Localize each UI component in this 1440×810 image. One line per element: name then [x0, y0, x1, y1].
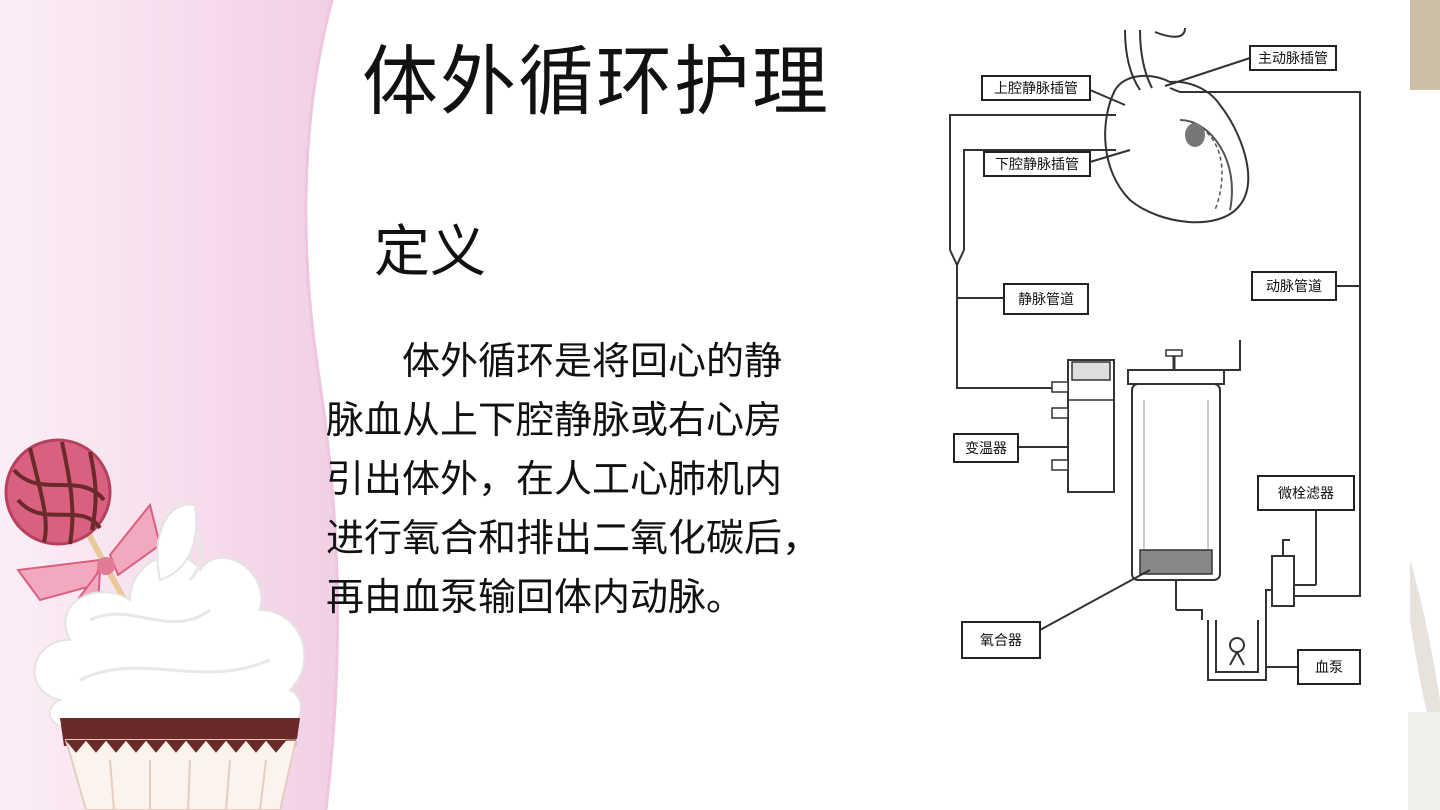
label-venous-line: 静脉管道: [1003, 283, 1089, 315]
paragraph-line: 引出体外，在人工心肺机内: [326, 457, 783, 501]
ivc-cannula-line: [963, 149, 1116, 250]
leader-svc: [1089, 89, 1126, 106]
lollipop-icon: [4, 438, 112, 546]
label-svc-cannula: 上腔静脉插管: [981, 75, 1091, 101]
heat-exchanger-icon: [1051, 359, 1115, 493]
label-ivc-cannula-text: 下腔静脉插管: [995, 157, 1079, 173]
ribbon-bow-icon: [16, 502, 162, 612]
section-heading: 定义: [374, 220, 486, 285]
label-arterial-line: 动脉管道: [1251, 271, 1337, 301]
label-oxygenator-text: 氧合器: [980, 633, 1022, 649]
cupcake-icon: [33, 498, 306, 810]
paragraph-line: 体外循环是将回心的静: [326, 339, 783, 383]
label-svc-cannula-text: 上腔静脉插管: [994, 81, 1078, 97]
pink-band-edge: [304, 0, 340, 810]
label-ivc-cannula: 下腔静脉插管: [983, 151, 1091, 177]
paragraph-line: 再由血泵输回体内动脉。: [326, 575, 745, 619]
label-blood-pump-text: 血泵: [1315, 660, 1343, 676]
label-aorta-cannula-text: 主动脉插管: [1258, 51, 1328, 67]
label-arterial-line-text: 动脉管道: [1266, 279, 1322, 295]
label-micro-filter: 微栓滤器: [1257, 475, 1355, 511]
label-blood-pump: 血泵: [1297, 649, 1361, 685]
label-micro-filter-text: 微栓滤器: [1278, 486, 1334, 502]
svc-cannula-line: [949, 114, 1116, 250]
venous-line: [949, 249, 1060, 389]
label-venous-line-text: 静脉管道: [1018, 292, 1074, 308]
left-decoration: [0, 0, 340, 810]
blood-pump-icon: [1176, 589, 1284, 681]
label-heat-exchanger: 变温器: [953, 433, 1019, 463]
right-edge-decoration: [1408, 0, 1440, 810]
leader-aorta: [1164, 57, 1251, 87]
label-aorta-cannula: 主动脉插管: [1249, 45, 1337, 71]
aorta-cannula-line: [1169, 87, 1361, 597]
heart-icon: [1104, 27, 1250, 224]
label-heat-exchanger-text: 变温器: [965, 441, 1007, 457]
oxygenator-icon: [1127, 340, 1241, 610]
label-oxygenator: 氧合器: [961, 621, 1041, 659]
bypass-circuit-diagram: 主动脉插管 上腔静脉插管 下腔静脉插管 静脉管道 动脉管道 变温器 微栓滤器: [949, 27, 1361, 685]
micro-filter-icon: [1271, 539, 1295, 607]
definition-paragraph: 体外循环是将回心的静 脉血从上下腔静脉或右心房 引出体外，在人工心肺机内 进行氧…: [326, 332, 926, 627]
slide-title: 体外循环护理: [362, 37, 830, 126]
leader-ivc: [1089, 149, 1131, 163]
paragraph-line: 进行氧合和排出二氧化碳后，: [326, 516, 821, 560]
leader-oxygenator: [1039, 569, 1151, 631]
paragraph-line: 脉血从上下腔静脉或右心房: [326, 398, 783, 442]
